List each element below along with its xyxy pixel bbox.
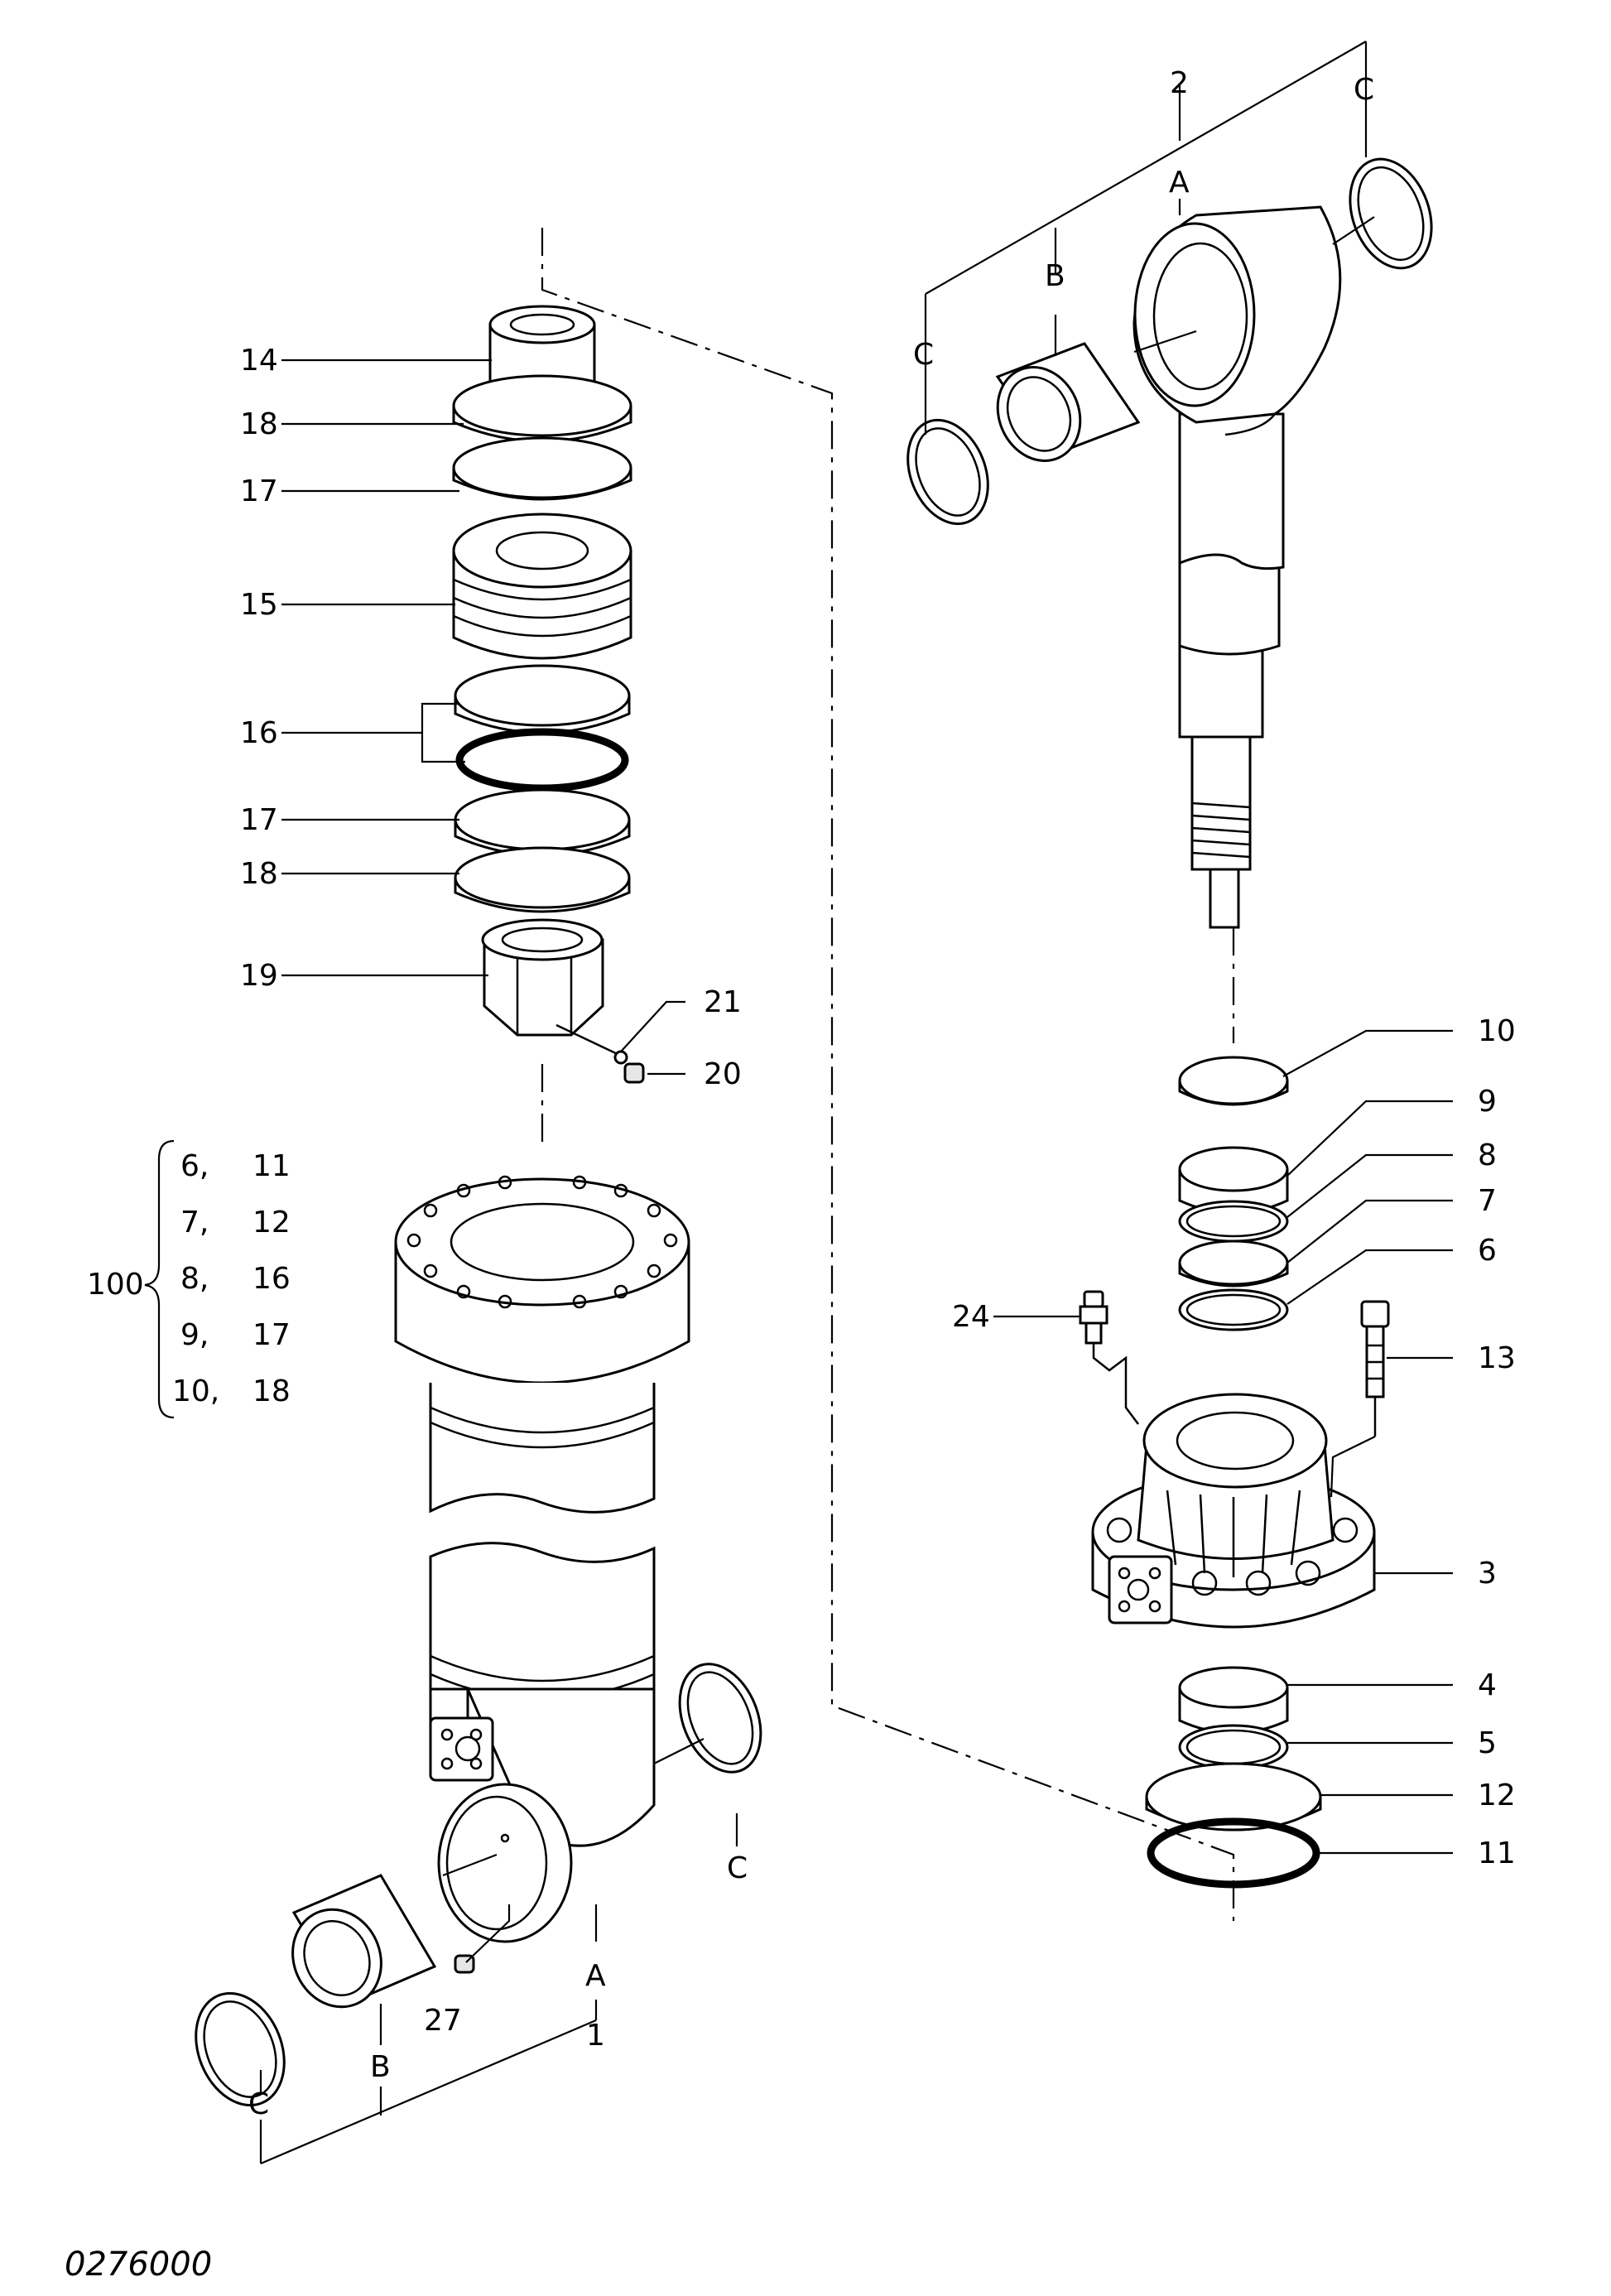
callout-17-bottom: 17 xyxy=(240,803,278,837)
part-16-seal-set xyxy=(454,664,631,792)
callout-5: 5 xyxy=(1478,1726,1497,1760)
kit-row-4-left: 9, xyxy=(180,1318,209,1352)
callout-11: 11 xyxy=(1478,1836,1516,1870)
callout-16: 16 xyxy=(240,716,278,750)
kit-row-4-right: 17 xyxy=(252,1318,291,1352)
part-17-seal-ring-top xyxy=(452,436,632,501)
part-8-seal-ring xyxy=(1178,1200,1289,1243)
part-3-cap-housing xyxy=(1091,1393,1376,1629)
kit-number: 100 xyxy=(87,1268,144,1302)
kit-row-2-left: 7, xyxy=(180,1206,209,1239)
callout-10: 10 xyxy=(1478,1014,1516,1048)
callout-7: 7 xyxy=(1478,1184,1497,1218)
part-18-backup-ring-bottom xyxy=(454,846,631,913)
callout-21: 21 xyxy=(704,985,742,1019)
letter-C-top-right: C xyxy=(1354,73,1374,107)
seal-kit-group: 100 6, 11 7, 12 8, 16 9, 17 10, 18 xyxy=(87,1149,291,1408)
kit-row-5-right: 18 xyxy=(252,1374,291,1408)
upper-seal-ring-C-right xyxy=(1349,157,1433,270)
callout-18-bottom: 18 xyxy=(240,857,278,891)
document-number: 0276000 xyxy=(65,2245,212,2284)
part-13-bolt xyxy=(1360,1300,1390,1437)
callout-letters: C A B C C A B C xyxy=(248,73,1374,2121)
flange-bolt-holes xyxy=(406,1175,678,1309)
callout-6: 6 xyxy=(1478,1234,1497,1268)
callout-1: 1 xyxy=(586,2019,605,2053)
part-21-ball xyxy=(555,1023,628,1065)
lower-seal-ring-C-left xyxy=(195,1991,286,2107)
part-17-seal-ring-bottom xyxy=(454,788,631,857)
callout-20: 20 xyxy=(704,1057,742,1091)
kit-row-5-left: 10, xyxy=(172,1374,219,1408)
upper-seal-ring-C-left xyxy=(906,418,989,526)
letter-C-top-left: C xyxy=(913,338,934,372)
callout-17-top: 17 xyxy=(240,474,278,508)
part-15-piston xyxy=(452,513,632,660)
lower-seal-ring-C-right xyxy=(678,1663,762,1774)
letter-A-top: A xyxy=(1169,166,1190,200)
part-24-grease-fitting xyxy=(1079,1290,1139,1425)
part-19-nut xyxy=(481,918,604,1037)
letter-C-bottom-left: C xyxy=(248,2087,269,2121)
leader-lines xyxy=(144,41,1453,2165)
callout-19: 19 xyxy=(240,959,278,993)
part-18-backup-ring-top xyxy=(452,374,632,443)
callout-12: 12 xyxy=(1478,1779,1516,1812)
callout-9: 9 xyxy=(1478,1085,1497,1119)
part-7-o-ring xyxy=(1178,1239,1289,1288)
part-9-bushing xyxy=(1178,1146,1289,1215)
part-20-set-screw xyxy=(623,1062,645,1084)
upper-collar-B xyxy=(995,342,1141,462)
callout-18-top: 18 xyxy=(240,407,278,441)
kit-row-2-right: 12 xyxy=(252,1206,291,1239)
callout-8: 8 xyxy=(1478,1138,1497,1172)
letter-B-top: B xyxy=(1045,259,1065,293)
kit-row-1-left: 6, xyxy=(180,1149,209,1183)
part-2-swivel-spindle xyxy=(1133,205,1342,929)
part-12-seal-ring xyxy=(1145,1762,1322,1832)
callout-numbers: 14 18 17 15 16 17 18 19 21 20 2 10 9 8 7… xyxy=(240,66,1516,2053)
callout-13: 13 xyxy=(1478,1341,1516,1375)
callout-24: 24 xyxy=(952,1300,990,1334)
kit-row-3-right: 16 xyxy=(252,1262,291,1296)
part-5-ring xyxy=(1178,1724,1289,1770)
callout-27: 27 xyxy=(424,2004,462,2038)
letter-A-bottom: A xyxy=(585,1959,606,1993)
callout-2: 2 xyxy=(1170,66,1189,100)
letter-C-bottom-right: C xyxy=(727,1851,748,1885)
kit-row-3-left: 8, xyxy=(180,1262,209,1296)
callout-15: 15 xyxy=(240,588,278,622)
letter-B-bottom: B xyxy=(370,2050,391,2084)
callout-14: 14 xyxy=(240,344,278,378)
part-1-body-housing xyxy=(394,1175,690,1943)
part-10-dust-seal xyxy=(1178,1056,1289,1106)
lower-collar-B xyxy=(291,1874,437,2009)
callout-4: 4 xyxy=(1478,1668,1497,1702)
part-6-backup-ring xyxy=(1178,1288,1289,1331)
kit-row-1-right: 11 xyxy=(252,1149,291,1183)
part-4-bushing xyxy=(1178,1666,1289,1735)
callout-3: 3 xyxy=(1478,1557,1497,1591)
